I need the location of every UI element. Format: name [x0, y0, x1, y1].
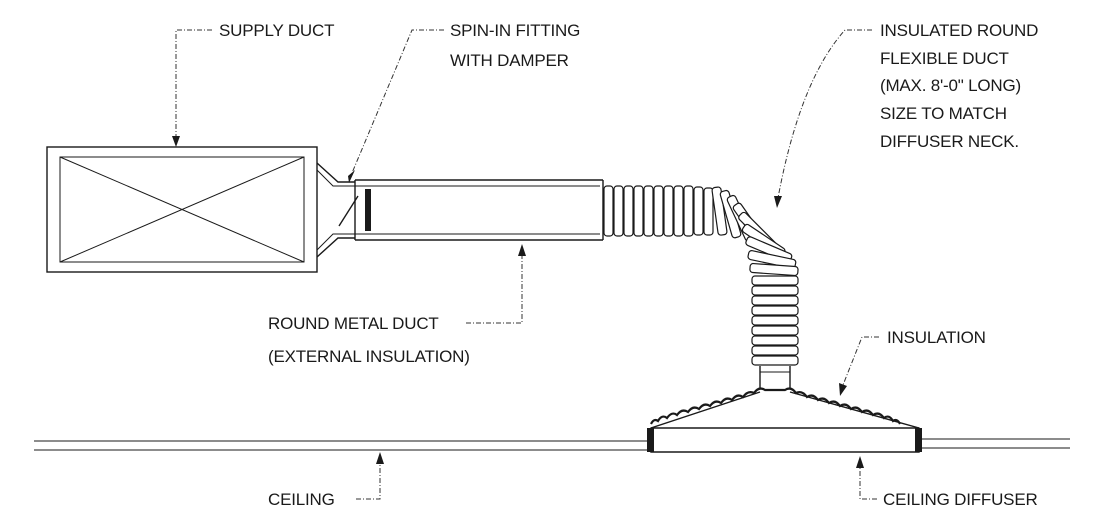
label-insulation: INSULATION [887, 328, 986, 347]
damper [338, 189, 371, 231]
leader-insulation [839, 336, 879, 396]
label-flex-duct-line-4: SIZE TO MATCH [880, 104, 1007, 123]
label-spin-in-line-2: WITH DAMPER [450, 51, 569, 70]
leader-ceiling [356, 452, 384, 500]
label-flex-duct-line-3: (MAX. 8'-0" LONG) [880, 76, 1021, 95]
leader-ceiling-diffuser [856, 456, 877, 500]
label-ceiling-diffuser: CEILING DIFFUSER [883, 490, 1038, 509]
leader-supply-duct [172, 29, 212, 147]
round-metal-duct [355, 179, 604, 241]
leader-round-metal-duct [466, 244, 526, 324]
label-supply-duct: SUPPLY DUCT [219, 21, 334, 40]
label-ceiling: CEILING [268, 490, 335, 509]
ceiling-line [34, 438, 1070, 451]
label-round-metal-duct-line-1: ROUND METAL DUCT [268, 314, 439, 333]
diffuser-neck [759, 366, 791, 388]
supply-duct [46, 146, 318, 273]
diffuser-insulation [650, 387, 901, 425]
ceiling-diffuser [647, 391, 922, 453]
label-flex-duct-line-5: DIFFUSER NECK. [880, 132, 1019, 151]
label-flex-duct-line-2: FLEXIBLE DUCT [880, 49, 1009, 68]
flexible-duct [603, 185, 799, 366]
leader-flexible-duct [774, 29, 872, 208]
label-flex-duct-line-1: INSULATED ROUND [880, 21, 1038, 40]
label-round-metal-duct-line-2: (EXTERNAL INSULATION) [268, 347, 470, 366]
leader-spin-in [348, 29, 444, 183]
label-spin-in-line-1: SPIN-IN FITTING [450, 21, 580, 40]
